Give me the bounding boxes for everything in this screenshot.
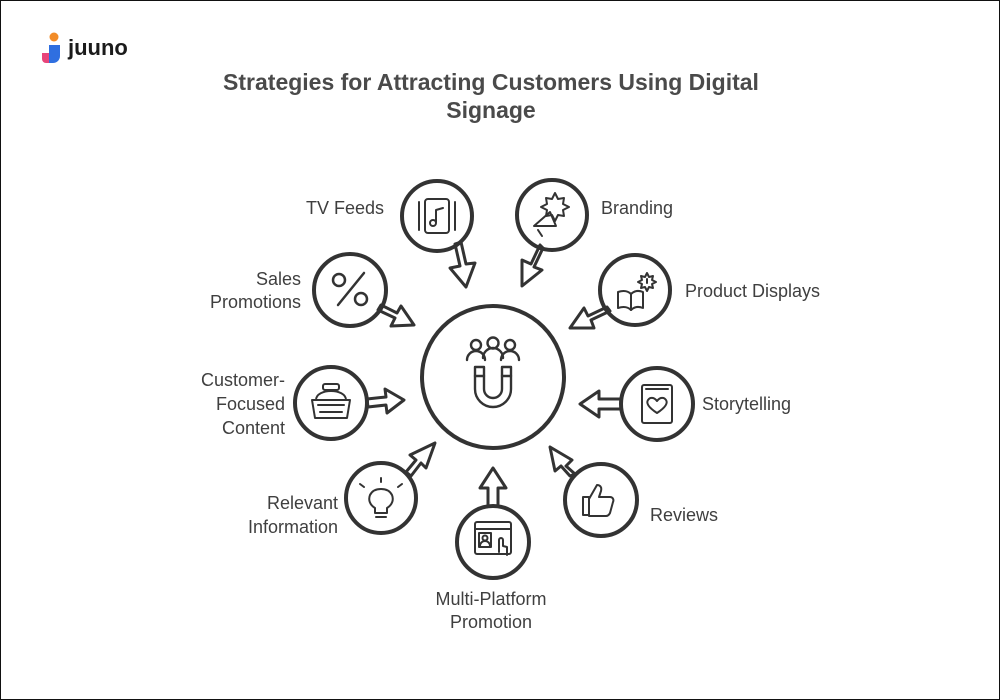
- diagram-title-line-1: Strategies for Attracting Customers Usin…: [223, 69, 759, 95]
- browser-profile-icon: [474, 521, 512, 556]
- lightbulb-icon: [359, 477, 403, 518]
- strategy-label: Focused: [216, 394, 285, 414]
- strategy-multi-platform-promotion: Multi-Platform Promotion: [435, 466, 547, 632]
- strategy-label: Storytelling: [702, 394, 791, 414]
- heart-book-icon: [641, 384, 673, 424]
- strategy-label: Relevant: [267, 493, 338, 513]
- juuno-logo: juuno: [42, 32, 128, 63]
- strategy-customer-focused-content: Customer- Focused Content: [201, 365, 406, 441]
- strategy-relevant-information: Relevant Information: [248, 441, 437, 537]
- strategy-label: Customer-: [201, 370, 285, 390]
- strategy-label: TV Feeds: [306, 198, 384, 218]
- megaphone-icon: [533, 192, 570, 237]
- strategy-branding: Branding: [515, 178, 673, 288]
- strategy-sales-promotions: Sales Promotions: [210, 252, 416, 328]
- brand-name: juuno: [67, 35, 128, 60]
- diagram-title-line-2: Signage: [446, 97, 535, 123]
- strategy-storytelling: Storytelling: [578, 366, 791, 442]
- strategy-label: Product Displays: [685, 281, 820, 301]
- strategy-label: Content: [222, 418, 285, 438]
- strategy-reviews: Reviews: [548, 445, 718, 538]
- people-magnet-icon: [465, 336, 521, 409]
- juuno-logo-icon: [42, 32, 60, 63]
- strategy-label: Information: [248, 517, 338, 537]
- strategy-label: Promotions: [210, 292, 301, 312]
- central-hub: [420, 304, 566, 450]
- strategy-label: Sales: [256, 269, 301, 289]
- strategy-tv-feeds: TV Feeds: [306, 179, 477, 289]
- thumbs-up-icon: [582, 484, 615, 517]
- basket-icon: [311, 383, 351, 419]
- strategy-label: Promotion: [450, 612, 532, 632]
- strategy-label: Multi-Platform: [435, 589, 546, 609]
- strategy-product-displays: Product Displays: [568, 253, 820, 330]
- percent-icon: [331, 271, 369, 307]
- open-book-icon: [617, 272, 657, 311]
- strategy-label: Branding: [601, 198, 673, 218]
- music-tablet-icon: [418, 198, 456, 234]
- strategy-label: Reviews: [650, 505, 718, 525]
